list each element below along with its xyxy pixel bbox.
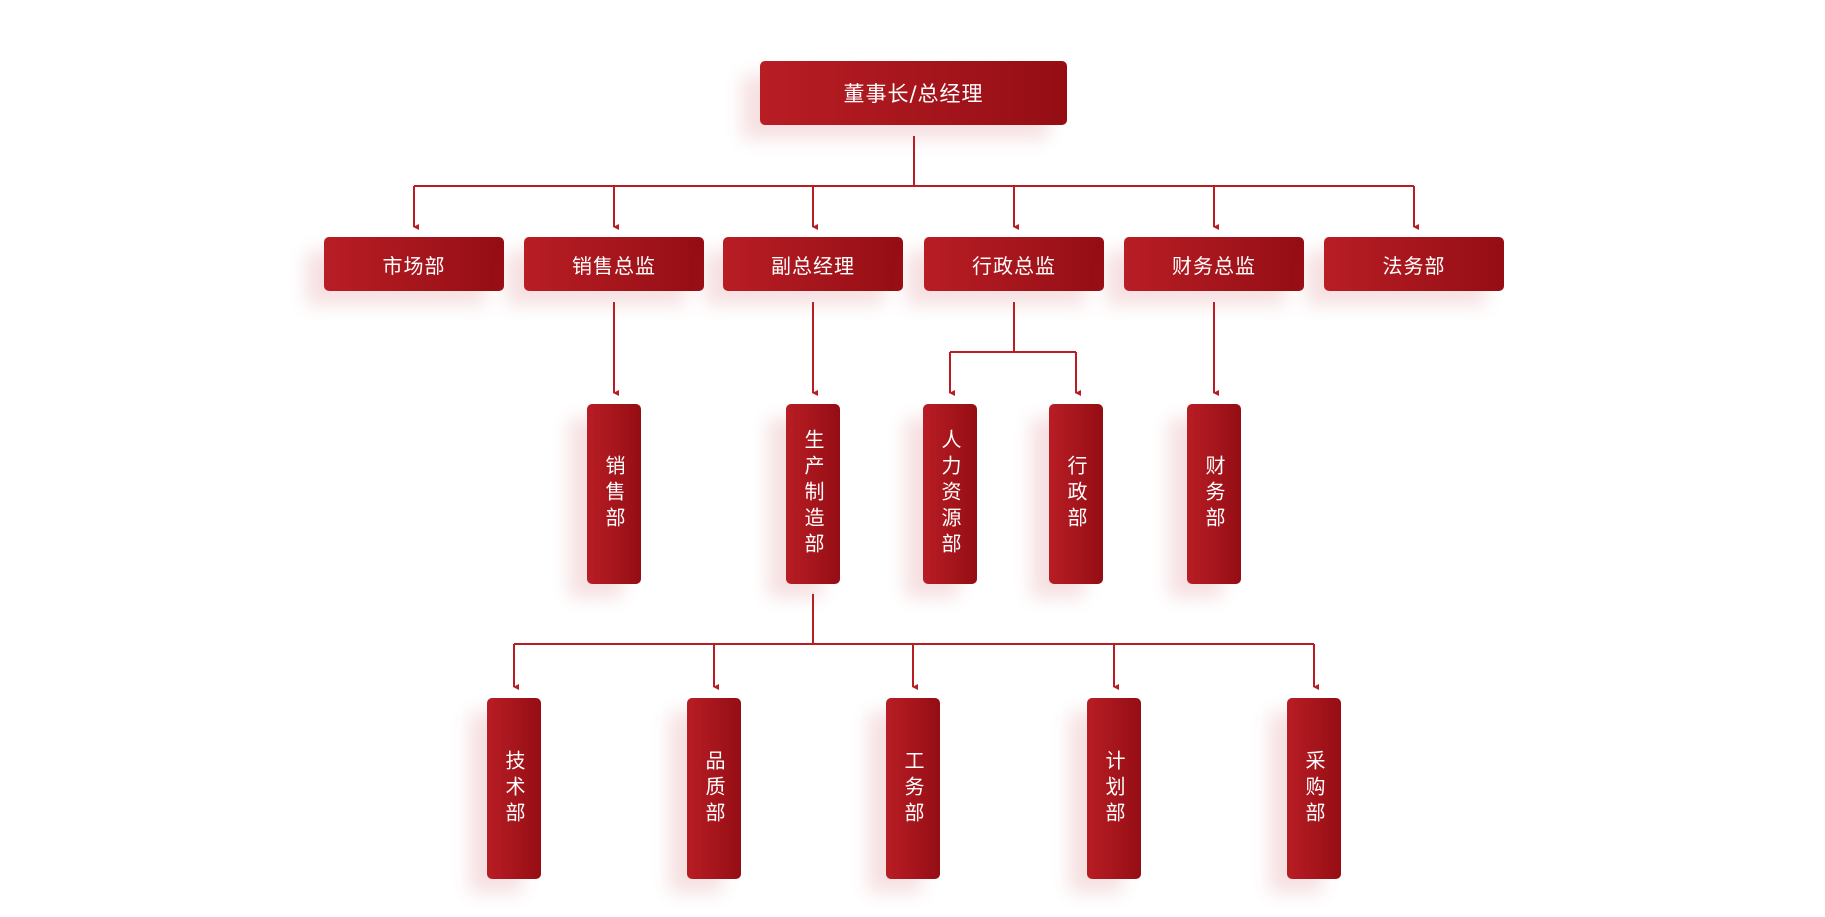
node-planning-dept: 计划部 <box>1087 698 1141 879</box>
node-label: 副总经理 <box>771 253 855 278</box>
node-label: 董事长/总经理 <box>843 82 984 106</box>
node-tech-dept: 技术部 <box>487 698 541 879</box>
node-admin-director: 行政总监 <box>924 237 1104 291</box>
node-deputy-gm: 副总经理 <box>723 237 903 291</box>
node-marketing: 市场部 <box>324 237 504 291</box>
node-sales-dept: 销售部 <box>587 404 641 584</box>
node-sales-director: 销售总监 <box>524 237 704 291</box>
node-finance-director: 财务总监 <box>1124 237 1304 291</box>
node-finance-dept: 财务部 <box>1187 404 1241 584</box>
node-label: 行政部 <box>1064 455 1088 533</box>
node-hr-dept: 人力资源部 <box>923 404 977 584</box>
node-label: 市场部 <box>382 253 446 278</box>
node-label: 行政总监 <box>972 253 1056 278</box>
node-quality-dept: 品质部 <box>687 698 741 879</box>
node-label: 品质部 <box>702 749 726 828</box>
node-label: 工务部 <box>901 749 925 828</box>
node-engineering-dept: 工务部 <box>886 698 940 879</box>
node-purchasing-dept: 采购部 <box>1287 698 1341 879</box>
node-label: 法务部 <box>1382 253 1446 278</box>
node-chairman-gm: 董事长/总经理 <box>760 61 1067 125</box>
root-connector <box>414 136 1414 187</box>
node-legal: 法务部 <box>1324 237 1504 291</box>
node-label: 财务部 <box>1202 455 1226 533</box>
node-label: 销售总监 <box>572 253 656 278</box>
node-label: 人力资源部 <box>938 429 962 559</box>
node-label: 计划部 <box>1102 749 1126 828</box>
node-label: 采购部 <box>1302 749 1326 828</box>
node-label: 生产制造部 <box>801 429 825 559</box>
node-admin-dept: 行政部 <box>1049 404 1103 584</box>
node-production-dept: 生产制造部 <box>786 404 840 584</box>
node-label: 财务总监 <box>1172 253 1256 278</box>
node-label: 技术部 <box>502 749 526 828</box>
node-label: 销售部 <box>602 455 626 533</box>
